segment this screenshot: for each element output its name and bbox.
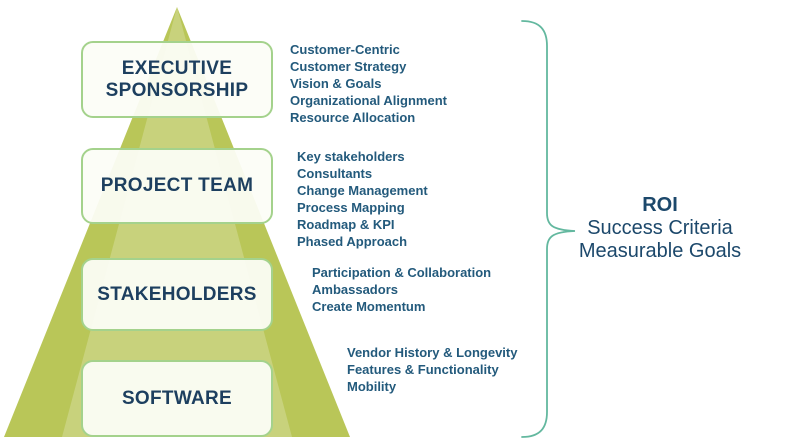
list-item: Vendor History & Longevity [347,345,518,360]
level-box-stakeholders: STAKEHOLDERS [81,258,273,331]
level-label: SOFTWARE [121,387,233,409]
list-item: Participation & Collaboration [312,265,492,280]
level-label: PROJECT TEAM [100,175,254,197]
level-box-project-team: PROJECT TEAM [81,148,273,224]
list-item: Vision & Goals [290,76,382,91]
level-label: STAKEHOLDERS [97,283,257,305]
list-item: Customer-Centric [290,42,400,57]
list-item: Roadmap & KPI [297,217,395,232]
curly-brace-icon [521,20,576,438]
list-item: Features & Functionality [347,362,499,377]
list-item: Resource Allocation [290,110,416,125]
list-item: Key stakeholders [297,149,405,164]
list-item: Phased Approach [297,234,408,249]
list-item: Create Momentum [312,299,426,314]
level-label: EXECUTIVE SPONSORSHIP [105,57,249,101]
list-item: Consultants [297,166,373,181]
curly-brace-path [521,20,576,438]
level-box-executive-sponsorship: EXECUTIVE SPONSORSHIP [81,41,273,118]
list-item: Mobility [347,379,397,394]
outcome-line-success-criteria: Success Criteria [587,217,733,239]
outcome-line-roi: ROI [642,194,678,216]
list-item: Change Management [297,183,428,198]
list-item: Ambassadors [312,282,398,297]
outcome-text: ROI Success Criteria Measurable Goals [555,194,765,263]
list-item: Process Mapping [297,200,405,215]
level-box-software: SOFTWARE [81,360,273,437]
list-item: Organizational Alignment [290,93,447,108]
outcome-line-measurable-goals: Measurable Goals [578,240,742,262]
list-item: Customer Strategy [290,59,407,74]
